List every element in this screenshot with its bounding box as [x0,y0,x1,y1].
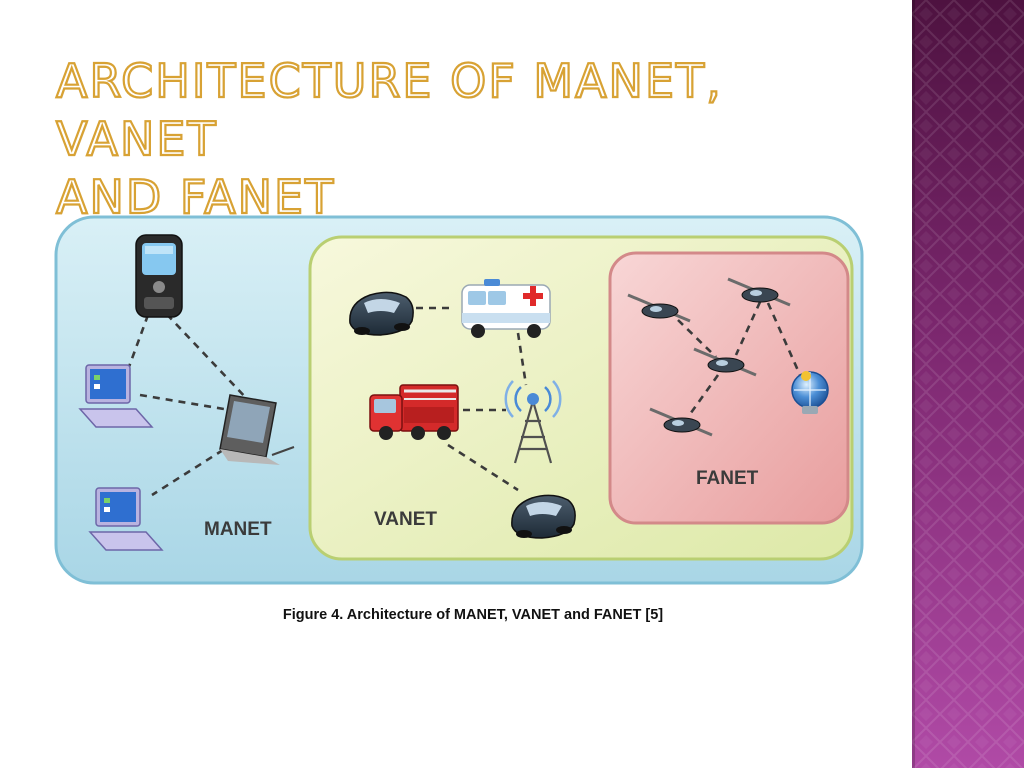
uav-icon [649,407,713,437]
slide-title-line-1: Architecture of MANET, VANET [55,53,723,167]
fire-truck-icon [369,384,459,440]
uav-icon [693,347,757,377]
car-icon [511,494,576,539]
satellite-icon [791,371,829,414]
fanet-label: FANET [696,468,759,489]
mobile-phone-icon [135,234,183,318]
decorative-side-strip [912,0,1024,768]
uav-icon [627,293,691,323]
slide-title: Architecture of MANET, VANET and FANET [55,52,876,226]
laptop-icon [88,487,164,551]
ambulance-icon [461,279,551,338]
pda-icon [219,394,295,465]
fanet-zone [608,251,850,525]
uav-icon [727,277,791,307]
figure-caption: Figure 4. Architecture of MANET, VANET a… [282,607,664,623]
network-links [124,301,802,497]
vanet-label: VANET [374,509,437,530]
laptop-icon [78,364,154,428]
antenna-tower-icon [504,380,562,464]
car-icon [349,291,414,336]
architecture-diagram: MANET VANET FANET [48,205,868,590]
manet-label: MANET [204,519,272,540]
